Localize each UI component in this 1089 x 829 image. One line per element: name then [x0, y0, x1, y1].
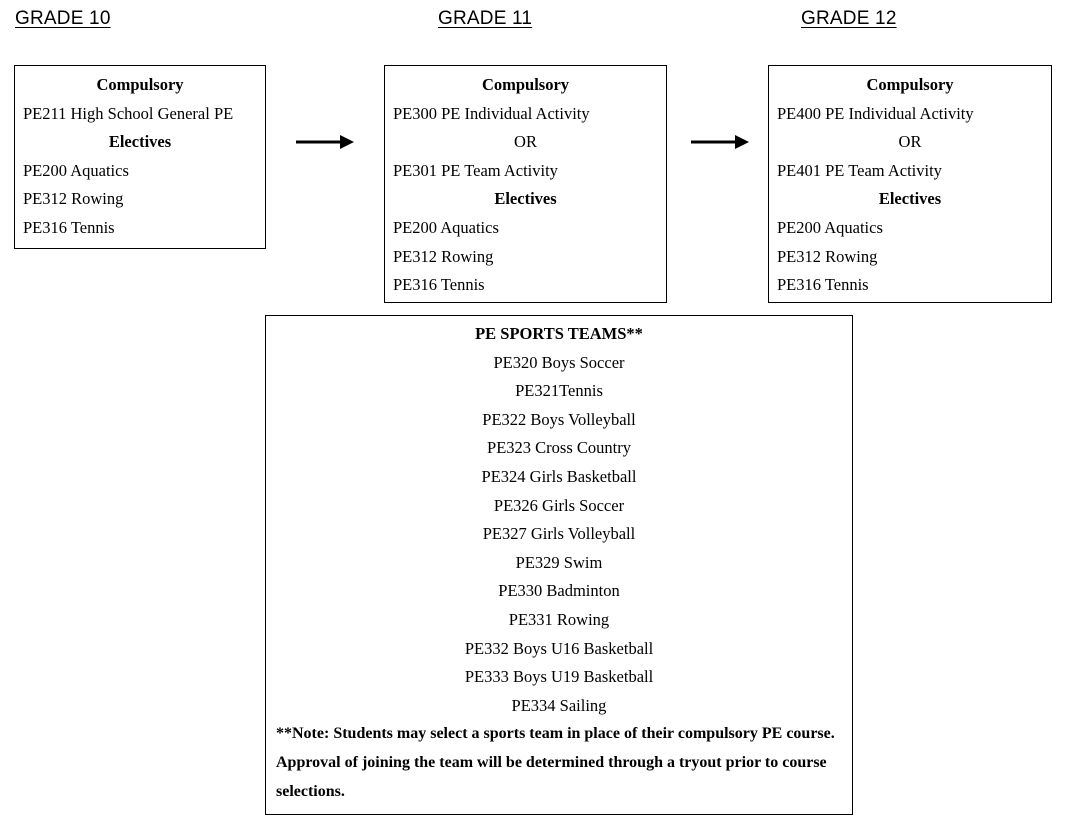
- course-item: PE401 PE Team Activity: [777, 160, 942, 180]
- team-item: PE329 Swim: [515, 552, 603, 572]
- sports-teams-note: **Note: Students may select a sports tea…: [276, 725, 835, 800]
- sports-teams-box: PE SPORTS TEAMS** PE320 Boys Soccer PE32…: [265, 315, 853, 815]
- team-item: PE331 Rowing: [508, 609, 610, 629]
- electives-label: Electives: [878, 189, 942, 209]
- course-item: PE301 PE Team Activity: [393, 160, 558, 180]
- electives-label: Electives: [494, 189, 557, 209]
- arrow-right-icon: [296, 135, 354, 149]
- course-item: PE200 Aquatics: [23, 160, 129, 180]
- electives-label: Electives: [108, 132, 172, 152]
- team-item: PE332 Boys U16 Basketball: [464, 638, 654, 658]
- compulsory-label: Compulsory: [866, 75, 954, 94]
- team-item: PE324 Girls Basketball: [481, 466, 637, 486]
- course-item: PE312 Rowing: [777, 246, 878, 266]
- team-item: PE323 Cross Country: [487, 438, 631, 458]
- course-item: PE312 Rowing: [23, 189, 124, 209]
- team-item: PE334 Sailing: [511, 695, 607, 715]
- course-item: PE400 PE Individual Activity: [777, 103, 974, 123]
- team-item: PE333 Boys U19 Basketball: [464, 667, 654, 687]
- course-item: PE316 Tennis: [777, 275, 869, 295]
- grade-12-box: Compulsory PE400 PE Individual Activity …: [768, 65, 1052, 303]
- or-label: OR: [514, 132, 537, 152]
- team-item: PE326 Girls Soccer: [493, 495, 625, 515]
- course-item: PE316 Tennis: [393, 275, 485, 295]
- team-item: PE330 Badminton: [498, 581, 620, 601]
- team-item: PE322 Boys Volleyball: [482, 409, 636, 429]
- grade-11-box: Compulsory PE300 PE Individual Activity …: [384, 65, 667, 303]
- course-item: PE211 High School General PE: [23, 103, 234, 123]
- compulsory-label: Compulsory: [96, 75, 184, 94]
- grade-10-heading: GRADE 10: [15, 8, 111, 29]
- compulsory-label: Compulsory: [481, 75, 570, 94]
- course-item: PE300 PE Individual Activity: [393, 103, 590, 123]
- course-item: PE200 Aquatics: [777, 217, 883, 237]
- grade-11-heading: GRADE 11: [438, 8, 533, 29]
- grade-10-box: Compulsory PE211 High School General PE …: [14, 65, 266, 249]
- course-item: PE312 Rowing: [393, 246, 494, 266]
- team-item: PE320 Boys Soccer: [493, 352, 625, 372]
- team-item: PE321Tennis: [515, 381, 603, 401]
- arrow-right-icon: [691, 135, 749, 149]
- sports-teams-title: PE SPORTS TEAMS**: [475, 324, 643, 343]
- or-label: OR: [898, 132, 922, 152]
- course-item: PE200 Aquatics: [393, 217, 499, 237]
- grade-12-heading: GRADE 12: [801, 8, 897, 29]
- team-item: PE327 Girls Volleyball: [482, 524, 636, 544]
- course-item: PE316 Tennis: [23, 217, 115, 237]
